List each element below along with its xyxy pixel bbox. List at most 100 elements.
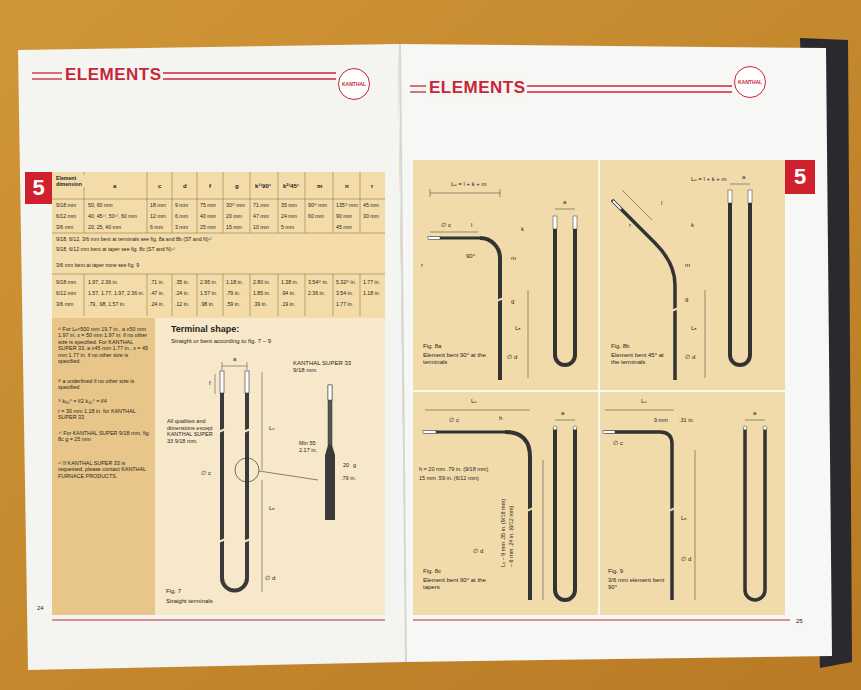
label-text: a (741, 174, 746, 181)
label-text: 75 mm (199, 202, 217, 208)
label-text: 47 mm (252, 213, 270, 219)
label-text: 45 mm (335, 224, 353, 230)
label-text: k¹⁾90° (254, 183, 272, 190)
label-text: 6/12 mm (55, 290, 77, 296)
label-text: .35 in. (174, 279, 190, 285)
label-text: 30³⁾ mm (225, 202, 246, 208)
label-text: Lᵤ (268, 425, 276, 432)
label-text: 50, 60 mm (87, 202, 114, 208)
label-text: h = 20 mm .79 in. (9/18 mm) (418, 466, 489, 473)
label-text: Fig. 8b (610, 343, 630, 350)
label-text: r (420, 262, 424, 269)
label-text: 12 mm (149, 213, 167, 219)
label-text: 6/12 mm (55, 213, 77, 219)
label-text: 3/6 mm (55, 224, 74, 230)
logo-text: KANTHAL (342, 82, 366, 87)
label-text: 24 mm (280, 213, 298, 219)
label-text: All qualities and dimensions except KANT… (166, 418, 216, 444)
label-text: k²⁾45° (282, 183, 300, 190)
label-text: 5 mm (280, 224, 295, 230)
label-text: 90 mm (335, 213, 353, 219)
label-text: a (752, 410, 757, 417)
label-text: ∅ c (200, 470, 212, 477)
label-text: Fig. 7 (165, 588, 182, 595)
label-text: Lₑ (680, 515, 688, 522)
label-text: Element dimension (55, 175, 85, 187)
label-text: 10 mm (252, 224, 270, 230)
label-text: ∅ d (680, 556, 692, 563)
label-text: g (684, 296, 689, 303)
label-text: Min 55 2.17 in. (298, 440, 326, 453)
label-text: 1.77 in. (335, 301, 354, 307)
label-text: 3/6 mm element bent 90° (607, 577, 667, 591)
label-text: a (112, 183, 117, 190)
label-text: 5.32³⁾ in. (335, 279, 357, 285)
section-tab: 5 (25, 172, 52, 204)
label-text: a (562, 199, 567, 206)
section-heading: ELEMENTS (64, 65, 163, 85)
label-text: Lᵤ (470, 398, 478, 405)
label-text: 1.18 in. (362, 290, 381, 296)
label-text: 20 mm (225, 213, 243, 219)
label-text: ¹⁾ For Lₑ>500 mm 19.7 in., a ≥50 mm 1.97… (57, 326, 152, 365)
label-text: .79 in. (340, 475, 357, 482)
label-text: 25 (795, 618, 804, 625)
label-text: 9/18, 6/12, 3/6 mm bent at terminals see… (55, 236, 213, 242)
label-text: h (498, 415, 503, 422)
label-text: .47 in. (149, 290, 165, 296)
label-text: m (316, 183, 323, 190)
label-text: .24 in. (149, 301, 165, 307)
label-text: m (510, 255, 517, 262)
label-text: 3 mm (174, 224, 189, 230)
label-text: 9/18 mm (55, 202, 77, 208)
label-text: – 6 mm .24 in. (6/12 mm) (508, 505, 515, 568)
label-text: .71 in. (149, 279, 165, 285)
label-text: .31 in. (678, 417, 695, 424)
label-text: 3.54³⁾ in. (307, 279, 329, 285)
label-text: a (560, 410, 565, 417)
label-text: Lᵤ (640, 398, 648, 405)
label-text: .39 in. (252, 301, 268, 307)
label-text: 40, 45⁴⁾, 50⁴⁾, 60 mm (87, 213, 138, 219)
label-text: .19 in. (280, 301, 296, 307)
label-text: ³⁾ k₉₀° = f/2 k₄₅° = f/4 (57, 398, 152, 404)
label-text: ∅ d (684, 354, 696, 361)
label-text: .79 in. (225, 290, 241, 296)
label-text: 3/6 mm (55, 301, 74, 307)
label-text: Fig. 9 (607, 568, 624, 575)
label-text: 45 mm (362, 202, 380, 208)
label-text: Element bent 90° at the tapers (422, 577, 489, 591)
label-text: ∅ d (506, 354, 518, 361)
label-text: k (520, 226, 525, 233)
label-text: ∅ c (612, 440, 624, 447)
label-text: a (232, 356, 237, 363)
label-text: Lₑ (268, 505, 276, 512)
label-text: ⁵⁾ If KANTHAL SUPER 33 is requested, ple… (57, 460, 152, 479)
label-text: Element bent 45° at the terminals (610, 352, 670, 366)
label-text: .98 in. (199, 301, 215, 307)
label-text: 71 mm (252, 202, 270, 208)
label-text: 40 mm (199, 213, 217, 219)
label-text: 2.36 in. (307, 290, 326, 296)
label-text: n (344, 183, 350, 190)
section-number: 5 (794, 166, 806, 188)
label-text: 9/18 mm (55, 279, 77, 285)
logo-text: KANTHAL (738, 80, 762, 85)
label-text: 135³⁾ mm (335, 202, 359, 208)
label-text: 15 mm .59 in. (6/12 mm) (418, 475, 480, 482)
label-text: g (352, 462, 357, 469)
label-text: l (660, 200, 663, 207)
label-text: Lᵤ = l + k + m (690, 176, 732, 183)
label-text: 35 mm (280, 202, 298, 208)
label-text: 1.57 in. (199, 290, 218, 296)
label-text: 20 (342, 462, 350, 469)
label-text: g (510, 298, 515, 305)
label-text: 3.54 in. (335, 290, 354, 296)
label-text: 25 mm (199, 224, 217, 230)
label-text: k (690, 222, 695, 229)
label-text: 24 (36, 605, 45, 612)
label-text: r = 30 mm 1.18 in. for KANTHAL SUPER 33 (57, 408, 152, 421)
label-text: Lₑ (514, 325, 522, 332)
label-text: Element bent 90° at the terminals (422, 352, 489, 366)
